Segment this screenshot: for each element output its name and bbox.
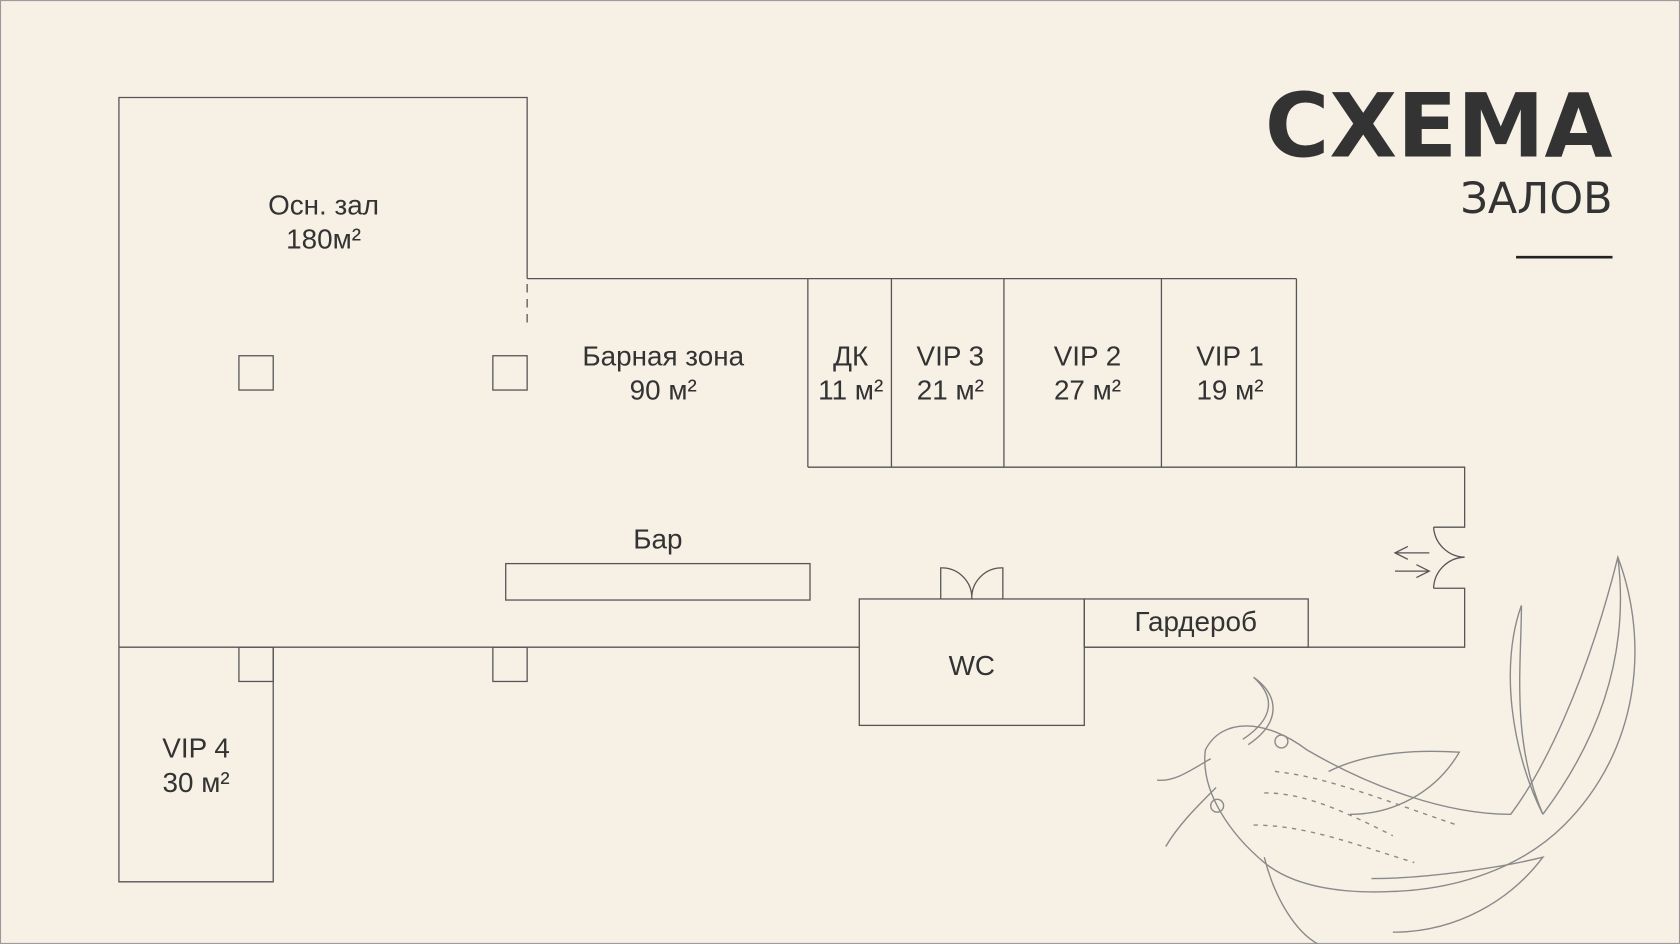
vip3-name: VIP 3 [917,340,985,371]
page-subtitle: ЗАЛОВ [1460,174,1612,224]
main-hall-area: 180м² [286,224,361,255]
column [238,355,274,391]
vip4-area: 30 м² [163,767,230,798]
wardrobe-label: Гардероб [1134,606,1257,637]
koi-fish-illustration [1157,554,1636,944]
vip3-area: 21 м² [917,375,984,406]
wc-door [940,567,1004,599]
bar-zone-area: 90 м² [630,375,697,406]
main-hall-name: Осн. зал [268,189,379,220]
dk-name: ДК [833,340,869,371]
entrance-door [1432,527,1465,589]
page-title: СХЕМА [1265,74,1613,177]
bar-label: Бар [633,524,682,555]
column [238,646,274,683]
wc-label: WC [949,650,995,681]
vip1-area: 19 м² [1196,375,1263,406]
vip1-name: VIP 1 [1196,340,1264,371]
walls [118,96,1466,883]
column [492,355,528,391]
entrance-arrows-icon [1393,545,1431,579]
wardrobe-room [1083,598,1309,648]
vip2-name: VIP 2 [1054,340,1122,371]
bar-zone-name: Барная зона [582,340,744,371]
bar-counter [505,562,811,601]
column [492,646,528,683]
dk-area: 11 м² [818,375,883,406]
vip2-area: 27 м² [1054,375,1121,406]
vip4-name: VIP 4 [162,733,230,764]
